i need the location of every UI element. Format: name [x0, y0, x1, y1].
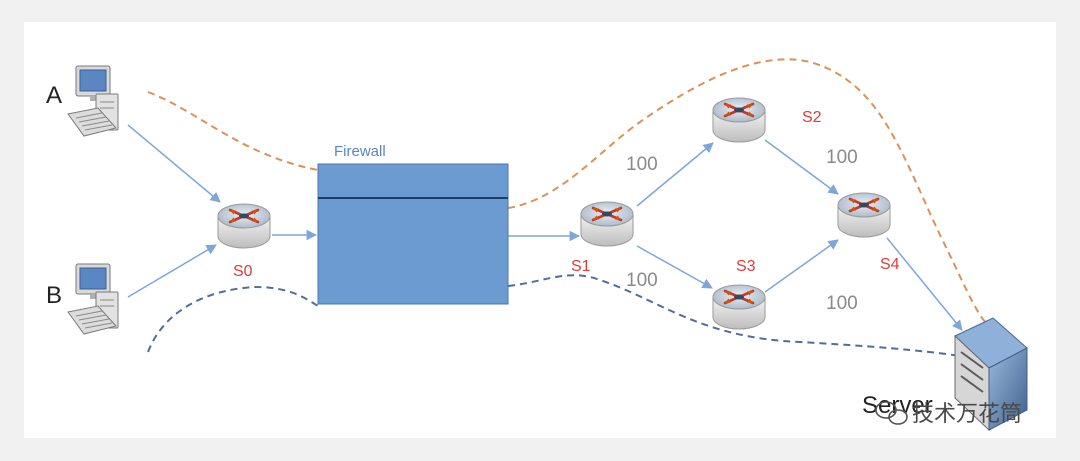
server-icon	[954, 317, 1028, 432]
link-s3-s4	[764, 239, 839, 293]
link-s1-s2	[636, 142, 714, 207]
firewall-label: Firewall	[334, 143, 386, 160]
host-b-label: B	[46, 282, 62, 309]
switch-label-s4: S4	[880, 256, 900, 273]
router-s0-icon	[216, 202, 272, 250]
watermark: 技术万花筒	[875, 401, 1022, 426]
link-s1-s3	[636, 245, 713, 289]
weight-s1-s3: 100	[626, 270, 658, 291]
switch-label-s2: S2	[802, 109, 822, 126]
switch-label-s0: S0	[233, 263, 253, 280]
wechat-icon	[875, 401, 908, 425]
link-s4-server	[886, 237, 963, 331]
router-s3-icon	[711, 283, 767, 331]
link-b-s0	[127, 244, 217, 298]
router-s2-icon	[711, 96, 767, 144]
server-label: Server	[862, 392, 933, 419]
link-a-s0	[127, 124, 221, 203]
link-s2-s4	[764, 139, 839, 195]
path-orange	[147, 58, 993, 329]
computer-a-icon	[67, 65, 119, 137]
weight-s1-s2: 100	[626, 154, 658, 175]
switch-label-s1: S1	[571, 258, 591, 275]
switch-label-s3: S3	[736, 258, 756, 275]
host-a-label: A	[46, 82, 62, 109]
path-blue	[147, 274, 961, 357]
router-s4-icon	[836, 191, 892, 239]
firewall-box	[317, 163, 509, 305]
network-links	[127, 124, 963, 331]
watermark-text: 技术万花筒	[912, 401, 1022, 426]
weight-s2-s4: 100	[826, 147, 858, 168]
router-s1-icon	[579, 200, 635, 248]
computer-b-icon	[67, 263, 119, 335]
weight-s3-s4: 100	[826, 293, 858, 314]
